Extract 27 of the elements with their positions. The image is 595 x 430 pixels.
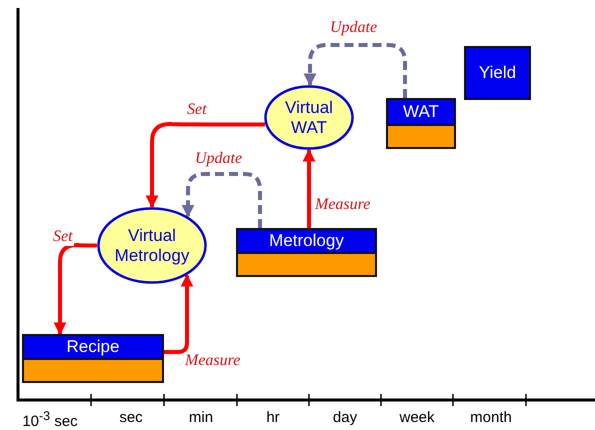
edge-label: Update — [329, 19, 378, 37]
node-label: Virtual Metrology — [114, 226, 190, 266]
node-label: Virtual WAT — [284, 98, 334, 138]
axis-label: month — [470, 409, 512, 426]
ellipse-node — [97, 207, 207, 284]
arrow — [54, 243, 97, 336]
box-header: Metrology — [238, 230, 375, 254]
arrow — [164, 274, 194, 354]
axis-label: day — [332, 409, 358, 426]
axis-label: hr — [266, 409, 280, 426]
edge-label: Update — [194, 150, 244, 168]
axis-label: week — [399, 409, 435, 426]
axis-label: 10$^{-3}$ sec — [22, 409, 78, 430]
process-box: Yield — [464, 46, 531, 100]
process-box — [22, 334, 164, 383]
box-header: WAT — [388, 100, 454, 126]
arrow — [182, 172, 262, 228]
axis-label: min — [188, 409, 214, 426]
process-box — [386, 98, 456, 149]
arrow — [146, 122, 266, 208]
box-header: Recipe — [24, 336, 162, 360]
axis-label: sec — [119, 409, 143, 426]
ellipse-node — [264, 85, 354, 150]
arrow — [304, 43, 407, 98]
arrow — [302, 148, 316, 228]
process-box — [236, 228, 377, 277]
edge-label: Set — [52, 228, 74, 246]
